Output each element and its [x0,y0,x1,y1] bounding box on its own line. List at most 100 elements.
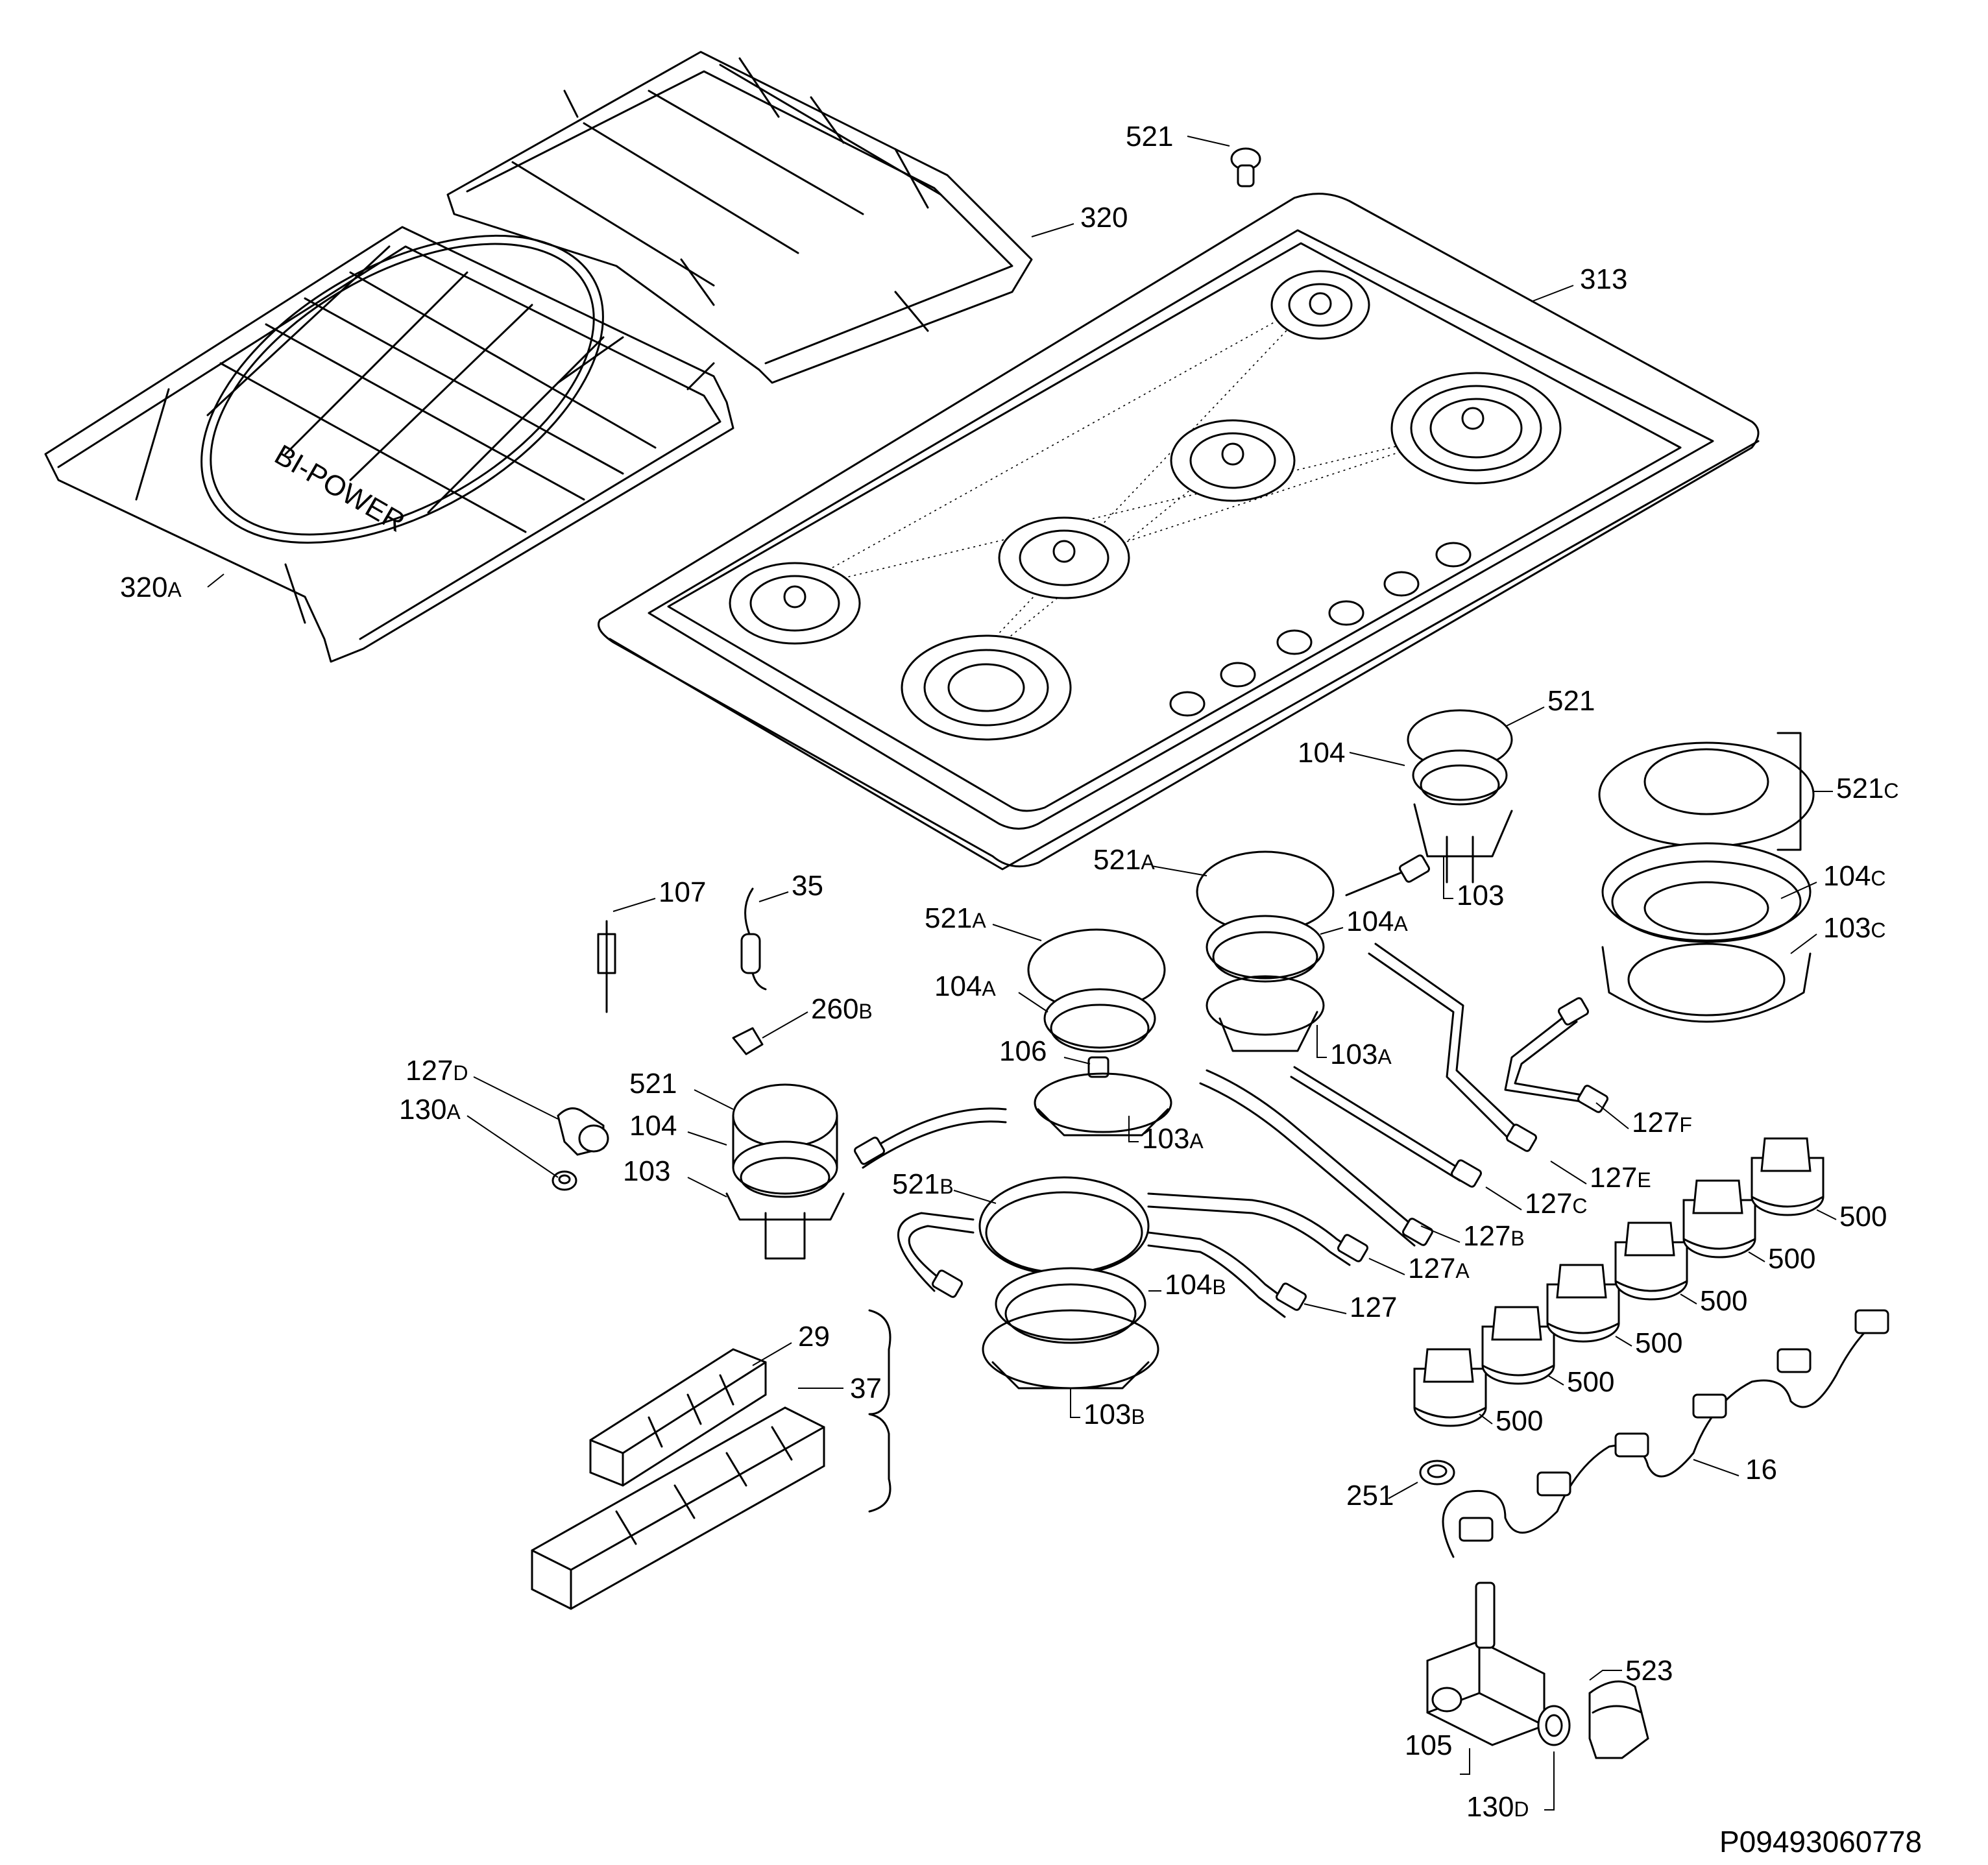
elbow-127d [557,1107,609,1156]
callout-label-104-l: 104 [629,1110,677,1142]
screw-521 [1230,147,1261,187]
burner-aux-left [729,562,861,645]
callout-suffix: B [1131,1405,1145,1428]
burner-semi-center [1170,419,1296,502]
burner-assembly-semi-a1 [1196,850,1419,1052]
burner-assembly-rapid [978,1176,1159,1390]
callout-label-127f: 127F [1632,1107,1692,1138]
callout-label-523: 523 [1625,1655,1673,1687]
callout-label-521a-2: 521A [925,902,986,934]
callout-label-104-r: 104 [1298,737,1345,769]
callout-suffix: C [1572,1194,1587,1218]
callout-label-127c: 127C [1525,1188,1588,1220]
burner-semi-mid [998,516,1130,599]
thermocouple-107 [597,920,616,1013]
spark-generator-37 [531,1309,891,1610]
callout-label-521-l: 521 [629,1068,677,1100]
knob-5 [1682,1179,1756,1258]
burner-assembly-semi-a2 [1027,928,1172,1137]
callout-suffix: A [982,977,996,1000]
callout-suffix: D [453,1061,468,1085]
callout-suffix: B [1212,1275,1226,1299]
callout-label-130d: 130D [1466,1791,1529,1823]
callout-label-521a-1: 521A [1093,844,1155,876]
gasket-130d [1537,1705,1571,1746]
callout-label-500-6: 500 [1496,1405,1543,1437]
callout-label-103a-1: 103A [1330,1039,1392,1070]
callout-label-104a-2: 104A [934,970,996,1002]
callout-labels: 521320313320A521104103521C104C103C521A10… [120,121,1899,1823]
callout-label-500-1: 500 [1839,1201,1887,1233]
callout-suffix: D [1514,1798,1529,1821]
callout-label-500-5: 500 [1567,1366,1614,1398]
callout-label-29: 29 [798,1321,830,1353]
control-knobs-500 [1413,1137,1824,1427]
callout-suffix: B [939,1175,953,1198]
callout-label-104a-1: 104A [1346,906,1408,937]
ignition-harness-16 [1442,1309,1889,1558]
callout-label-104b: 104B [1165,1269,1226,1301]
callout-suffix: C [1871,867,1885,890]
burner-assembly-aux-right [1407,709,1513,884]
hob-top-313 [598,193,1760,871]
callout-label-103c: 103C [1823,912,1886,944]
burner-rapid-front [901,634,1072,741]
callout-label-130a: 130A [399,1094,461,1125]
burner-triple-right [1390,372,1562,485]
callout-label-16: 16 [1745,1454,1777,1486]
callout-label-105: 105 [1405,1729,1452,1761]
grate-text: BI-POWER [269,439,410,538]
callout-label-103-l: 103 [623,1155,670,1187]
callout-label-500-3: 500 [1700,1285,1747,1317]
callout-suffix: B [858,1000,872,1023]
knob-4 [1614,1221,1688,1301]
clip-523 [1588,1680,1649,1759]
seal-251 [1419,1460,1455,1486]
clip-260b [732,1027,764,1055]
ignition-plug-35 [740,887,767,991]
callout-label-106: 106 [999,1035,1047,1067]
callout-suffix: A [446,1100,461,1124]
callout-label-37: 37 [850,1373,882,1404]
callout-suffix: A [1455,1259,1470,1282]
callout-label-103-r: 103 [1457,880,1504,911]
gas-pipes [854,854,1608,1318]
callout-label-260b: 260B [811,993,873,1025]
callout-label-500-4: 500 [1635,1327,1682,1359]
callout-suffix: A [1189,1129,1204,1153]
knob-3 [1546,1264,1620,1343]
callout-label-521-r: 521 [1547,685,1595,717]
callout-label-127d: 127D [406,1055,468,1087]
callout-label-521-screw: 521 [1126,121,1173,152]
knob-6 [1751,1137,1824,1216]
callout-label-320a: 320A [120,572,182,603]
callout-label-103a-2: 103A [1142,1123,1204,1155]
callout-label-521c: 521C [1836,773,1899,804]
callout-label-127a: 127A [1408,1253,1470,1284]
leader-lines [207,136,1837,1811]
callout-label-500-2: 500 [1768,1243,1815,1275]
callout-label-127b: 127B [1463,1220,1525,1252]
knob-1 [1413,1348,1487,1427]
callout-label-103b: 103B [1084,1399,1145,1430]
callout-suffix: C [1871,919,1885,942]
pan-support-320 [446,51,1033,384]
callout-suffix: B [1510,1227,1524,1250]
callout-label-107: 107 [659,876,706,908]
callout-suffix: F [1679,1113,1692,1137]
callout-label-521b: 521B [892,1168,954,1200]
knob-holes [1169,542,1472,717]
callout-label-313: 313 [1580,263,1627,295]
callout-suffix: A [1377,1045,1392,1068]
burner-assembly-aux-left [725,1083,845,1260]
drawing-code: P09493060778 [1719,1825,1922,1859]
callout-suffix: A [167,578,182,601]
callout-label-127e: 127E [1590,1162,1651,1194]
callout-suffix: E [1637,1168,1651,1192]
callout-label-104c: 104C [1823,860,1886,892]
washer-130a [552,1170,577,1191]
gas-valve-105 [1426,1582,1546,1746]
callout-label-320: 320 [1080,202,1128,234]
knob-2 [1481,1306,1555,1385]
